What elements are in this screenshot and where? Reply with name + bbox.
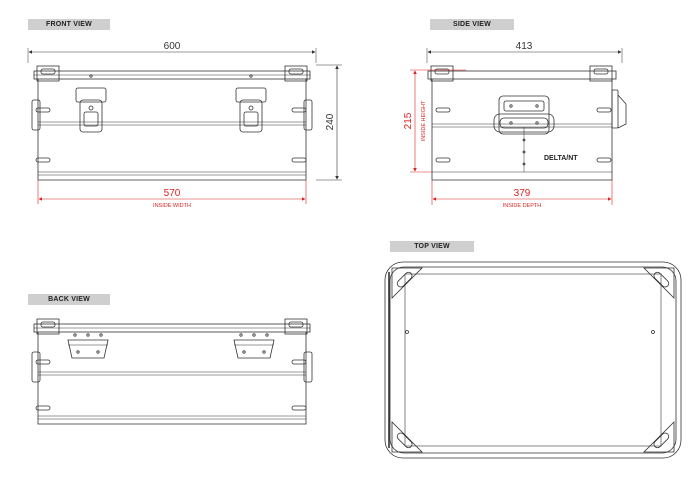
side-inside-depth: 379 [514,188,531,199]
side-inside-height: 215 [403,112,414,129]
top-corner-handle-br [643,421,675,453]
side-inside-height-label: INSIDE HEIGHT [421,100,427,141]
side-outer-depth: 413 [516,41,533,52]
front-outer-height: 240 [325,113,336,130]
side-inside-dimensions [410,69,613,205]
front-inside-width-label: INSIDE WIDTH [153,203,191,209]
back-left-hinge [67,333,109,359]
top-view [384,261,682,459]
top-corner-handle-tl [391,267,423,299]
side-handle [493,95,555,135]
front-view [27,48,342,181]
back-view-label: BACK VIEW [28,294,110,305]
top-view-label: TOP VIEW [390,241,474,252]
front-left-latch [75,87,107,133]
front-outer-width: 600 [164,41,181,52]
top-corner-handle-tr [643,267,675,299]
back-view [31,318,313,425]
back-right-hinge [233,333,275,359]
front-inside-width: 570 [164,188,181,199]
side-view-label: SIDE VIEW [430,19,514,30]
front-inside-width-dimension [37,180,307,204]
side-view [426,48,627,181]
front-right-latch [235,87,267,133]
side-inside-depth-label: INSIDE DEPTH [503,203,542,209]
brand-logo-text: DELTA/NT [544,155,578,162]
top-corner-handle-bl [391,421,423,453]
front-view-label: FRONT VIEW [28,19,110,30]
